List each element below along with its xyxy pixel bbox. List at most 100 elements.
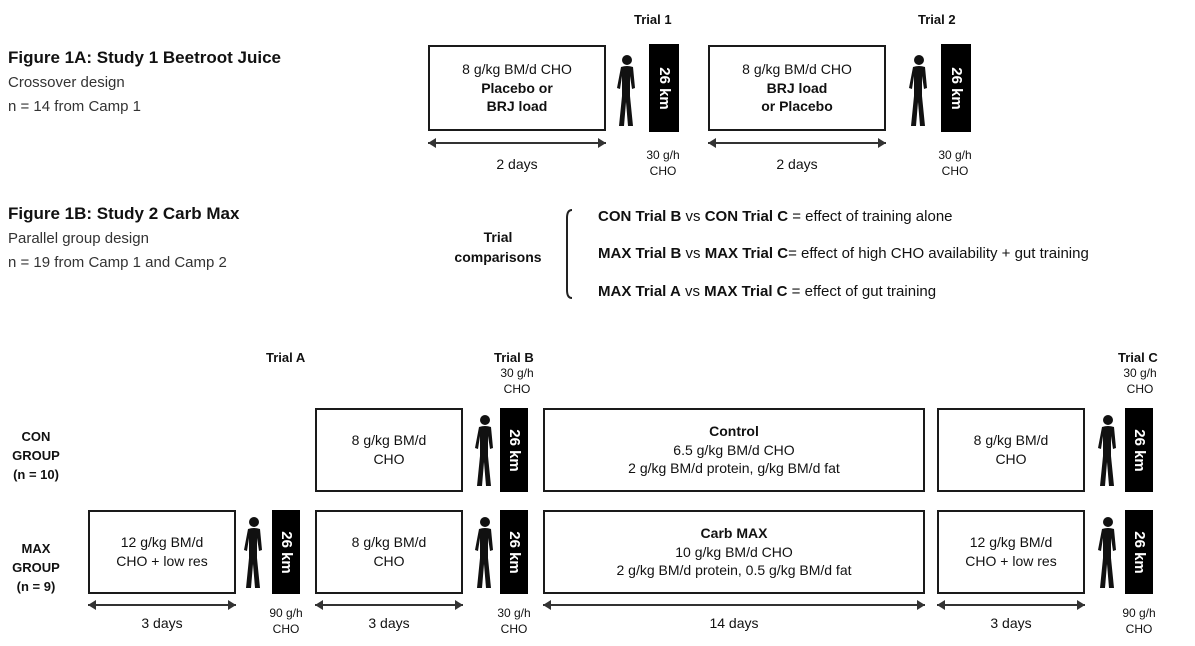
runner-icon <box>240 516 266 597</box>
label-line: Trial <box>483 229 513 245</box>
run-26km-block: 26 km <box>1125 408 1153 492</box>
run-label: 26 km <box>947 66 965 110</box>
duration-arrow <box>937 600 1085 610</box>
rate-unit: CHO <box>503 381 531 396</box>
box-text: 2 g/kg BM/d protein, 0.5 g/kg BM/d fat <box>616 562 852 579</box>
comparison-trial-a: CON Trial B <box>598 208 682 225</box>
max-post-diet-box: 12 g/kg BM/d CHO + low res <box>937 510 1085 594</box>
comparison-trial-b: MAX Trial C <box>704 283 788 300</box>
box-text: 12 g/kg BM/d <box>120 534 204 551</box>
rate-value: 90 g/h <box>269 606 303 620</box>
comparison-trial-a: MAX Trial A <box>598 283 681 300</box>
figure-1b-title: Figure 1B: Study 2 Carb Max <box>8 204 240 223</box>
duration-arrow <box>708 138 886 148</box>
run-26km-block: 26 km <box>500 510 528 594</box>
comparison-vs: vs <box>685 245 701 262</box>
box-text: 8 g/kg BM/d <box>351 534 427 551</box>
study1-condition-box-2: 8 g/kg BM/d CHO BRJ load or Placebo <box>708 45 886 131</box>
duration-label: 3 days <box>990 615 1032 631</box>
run-26km-block: 26 km <box>272 510 300 594</box>
comparison-row: CON Trial B vs CON Trial C = effect of t… <box>598 208 953 225</box>
comparison-vs: vs <box>685 208 701 225</box>
run-label: 26 km <box>1130 530 1148 574</box>
comparison-vs: vs <box>684 283 700 300</box>
con-control-diet-box: Control 6.5 g/kg BM/d CHO 2 g/kg BM/d pr… <box>543 408 925 492</box>
max-carb-max-diet-box: Carb MAX 10 g/kg BM/d CHO 2 g/kg BM/d pr… <box>543 510 925 594</box>
con-post-diet-box: 8 g/kg BM/d CHO <box>937 408 1085 492</box>
box-text: or Placebo <box>761 98 833 115</box>
run-26km-block: 26 km <box>1125 510 1153 594</box>
box-text: 2 g/kg BM/d protein, g/kg BM/d fat <box>628 460 840 477</box>
rate-value: 90 g/h <box>1122 606 1156 620</box>
max-group-label: MAX GROUP (n = 9) <box>6 540 66 597</box>
run-26km-block: 26 km <box>649 44 679 132</box>
comparison-effect: effect of high CHO availability + gut tr… <box>801 245 1089 262</box>
duration-label: 2 days <box>776 156 818 172</box>
box-text: CHO <box>995 451 1027 467</box>
duration-label: 3 days <box>141 615 183 631</box>
comparison-row: MAX Trial A vs MAX Trial C = effect of g… <box>598 283 936 300</box>
comparison-equals: = <box>788 208 806 225</box>
run-label: 26 km <box>655 66 673 110</box>
duration-arrow <box>315 600 463 610</box>
box-text: 8 g/kg BM/d <box>351 432 427 449</box>
run-label: 26 km <box>1130 428 1148 472</box>
trial-c-label: Trial C <box>1118 350 1158 365</box>
duration-arrow <box>428 138 606 148</box>
figure-1a-design: Crossover design <box>8 74 125 91</box>
comparison-trial-b: MAX Trial C <box>704 245 789 262</box>
comparison-row: MAX Trial B vs MAX Trial C= effect of hi… <box>598 245 1089 262</box>
runner-icon <box>905 54 931 135</box>
box-text: Placebo or <box>481 79 553 96</box>
study1-condition-box-1: 8 g/kg BM/d CHO Placebo or BRJ load <box>428 45 606 131</box>
trial-1-label: Trial 1 <box>634 12 672 27</box>
box-text: 10 g/kg BM/d CHO <box>675 543 793 560</box>
runner-icon <box>613 54 639 135</box>
runner-icon <box>471 516 497 597</box>
group-line: MAX <box>21 541 51 556</box>
group-line: (n = 10) <box>13 466 59 482</box>
duration-label: 2 days <box>496 156 538 172</box>
duration-arrow <box>543 600 925 610</box>
comparison-equals: = <box>787 283 805 300</box>
duration-label: 3 days <box>368 615 410 631</box>
runner-icon <box>1094 516 1120 597</box>
duration-label: 14 days <box>709 615 759 631</box>
rate-value: 30 g/h <box>497 606 531 620</box>
box-heading: Control <box>709 422 759 439</box>
duration-arrow <box>88 600 236 610</box>
box-text: 6.5 g/kg BM/d CHO <box>673 441 795 458</box>
comparison-effect: effect of training alone <box>805 208 953 225</box>
run-26km-block: 26 km <box>500 408 528 492</box>
box-heading: Carb MAX <box>700 524 768 541</box>
box-text: 8 g/kg BM/d <box>973 432 1049 449</box>
label-line: comparisons <box>454 248 542 265</box>
group-line: GROUP <box>12 447 60 463</box>
rate-unit: CHO <box>1125 621 1153 636</box>
box-text: CHO <box>373 451 405 467</box>
figure-1b-sample: n = 19 from Camp 1 and Camp 2 <box>8 254 227 271</box>
box-text: CHO <box>373 553 405 569</box>
rate-value: 30 g/h <box>1123 366 1157 380</box>
box-text: CHO + low res <box>965 553 1057 569</box>
box-text: BRJ load <box>486 98 548 115</box>
group-line: CON <box>21 429 51 444</box>
run-26km-block: 26 km <box>941 44 971 132</box>
comparison-equals: = <box>788 245 801 262</box>
con-group-label: CON GROUP (n = 10) <box>6 428 66 485</box>
rate-unit: CHO <box>649 163 677 178</box>
trial-comparisons-label: Trial comparisons <box>448 228 548 267</box>
comparison-trial-b: CON Trial C <box>704 208 789 225</box>
group-line: GROUP <box>12 559 60 575</box>
comparison-trial-a: MAX Trial B <box>598 245 682 262</box>
rate-value: 30 g/h <box>938 148 972 162</box>
comparison-effect: effect of gut training <box>804 283 937 300</box>
box-text: CHO + low res <box>116 553 208 569</box>
con-pre-diet-box: 8 g/kg BM/d CHO <box>315 408 463 492</box>
trial-b-label: Trial B <box>494 350 534 365</box>
